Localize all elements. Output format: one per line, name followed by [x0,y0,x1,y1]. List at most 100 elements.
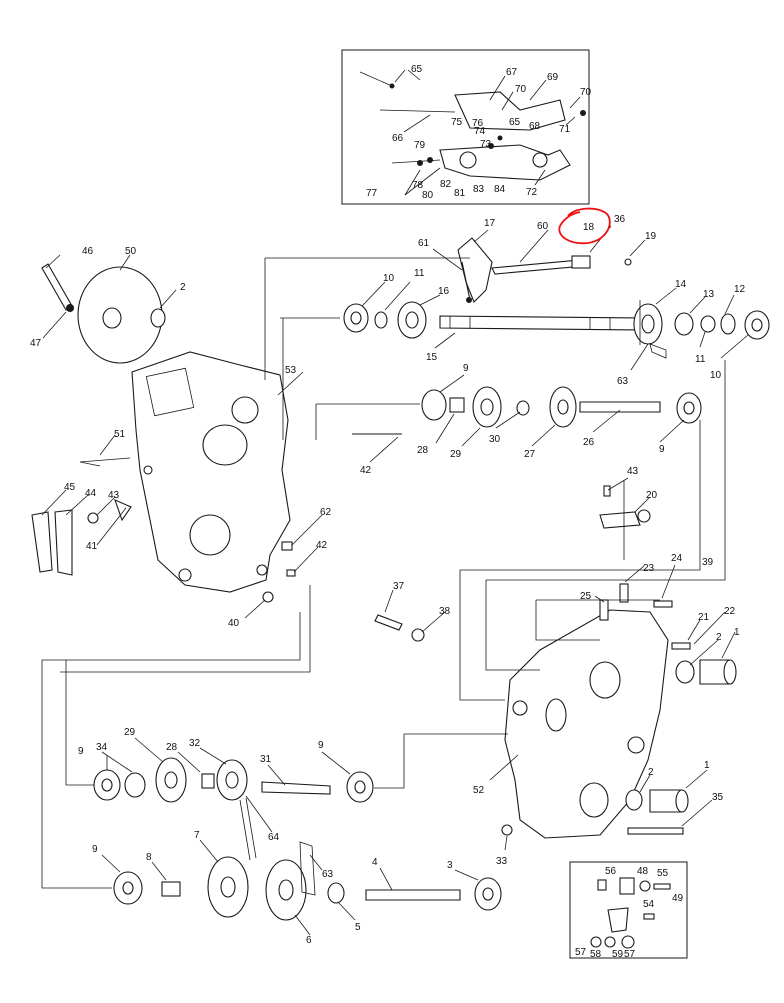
callout-38: 38 [439,606,451,617]
callout-11b: 11 [695,354,706,365]
lower-shaft-group [93,757,502,921]
bolt-39 [653,600,673,608]
callout-54: 54 [643,899,655,910]
callout-14: 14 [675,279,687,290]
shift-rod-60 [491,259,585,275]
callout-27: 27 [524,449,536,460]
callout-76: 76 [472,118,484,129]
callout-72: 72 [526,187,538,198]
callout-2c: 2 [648,767,654,778]
callout-46: 46 [82,246,94,257]
rod-end-36 [571,255,591,269]
callout-45: 45 [64,482,76,493]
middle-shaft-group [421,386,702,428]
bracket-44 [54,509,73,576]
callout-77: 77 [366,188,378,199]
leader-lines [41,225,749,936]
callout-26: 26 [583,437,595,448]
nut-38 [411,628,425,642]
callout-1a: 1 [734,627,740,638]
upper-shaft-group [343,237,770,359]
spacer-34 [124,772,146,798]
callout-40: 40 [228,618,240,629]
callout-43a: 43 [108,490,120,501]
washer-30 [516,400,530,416]
callout-51: 51 [114,429,126,440]
callout-49: 49 [672,893,684,904]
callout-25: 25 [580,591,592,602]
left-housing [131,351,291,593]
callout-84: 84 [494,184,506,195]
detent-inset [569,861,688,959]
callout-81: 81 [454,188,466,199]
callout-61: 61 [418,238,430,249]
callout-68: 68 [529,121,541,132]
callout-16: 16 [438,286,450,297]
callout-28a: 28 [417,445,429,456]
callout-42a: 42 [360,465,372,476]
callout-57: 57 [575,947,587,958]
callout-52: 52 [473,785,485,796]
callout-67: 67 [506,67,518,78]
bolt-46 [41,263,73,311]
shaft-4 [365,889,461,901]
callout-11a: 11 [414,268,425,279]
callout-5: 5 [355,922,361,933]
callout-58: 58 [590,949,602,960]
bracket-45 [31,511,53,573]
callout-17: 17 [484,218,496,229]
bushing-28-low [201,773,215,789]
shift-fork-17 [457,237,493,303]
shift-bracket [454,91,566,131]
callout-19: 19 [645,231,657,242]
callout-62: 62 [320,507,332,518]
callout-15: 15 [426,352,438,363]
seal-2-left [150,308,166,328]
bolt-21 [671,642,691,650]
callout-2a: 2 [180,282,186,293]
shift-linkage-inset [341,49,590,205]
callout-30: 30 [489,434,501,445]
callout-83: 83 [473,184,485,195]
callout-3: 3 [447,860,453,871]
left-housing-group [31,263,402,603]
callout-44: 44 [85,488,97,499]
callout-65b: 65 [509,117,521,128]
callout-9a: 9 [463,363,469,374]
callout-29a: 29 [450,449,462,460]
seal-2-upper [675,660,695,684]
shaft-31 [261,781,331,795]
callout-20: 20 [646,490,658,501]
bushing-13 [674,312,694,336]
assembly-guide-lines [41,257,726,889]
callout-74: 74 [474,126,486,137]
callout-34: 34 [96,742,108,753]
callout-47: 47 [30,338,42,349]
callout-4: 4 [372,857,378,868]
pulley-hub [102,307,122,329]
callout-75: 75 [451,117,463,128]
callout-59: 59 [612,949,624,960]
callout-39: 39 [702,557,714,568]
seal-2-lower [625,789,643,811]
callout-43b: 43 [627,466,639,477]
callout-labels: 65 67 69 70 70 75 76 65 68 74 71 66 73 7… [30,64,746,960]
callout-80: 80 [422,190,434,201]
callout-6: 6 [306,935,312,946]
washer-11-right [700,315,716,333]
inset-frame-top [341,49,590,205]
callout-18: 18 [583,222,595,233]
callout-7: 7 [194,830,200,841]
callout-60: 60 [537,221,549,232]
callout-1b: 1 [704,760,710,771]
callout-53: 53 [285,365,297,376]
bearing-9-mid [421,389,447,421]
callout-66: 66 [392,133,404,144]
detent-20 [599,511,641,529]
callout-55: 55 [657,868,669,879]
highlight-circle [558,207,611,245]
bushing-28-mid [449,397,465,413]
callout-57b: 57 [624,949,636,960]
callout-9e: 9 [92,844,98,855]
callout-12: 12 [734,284,746,295]
